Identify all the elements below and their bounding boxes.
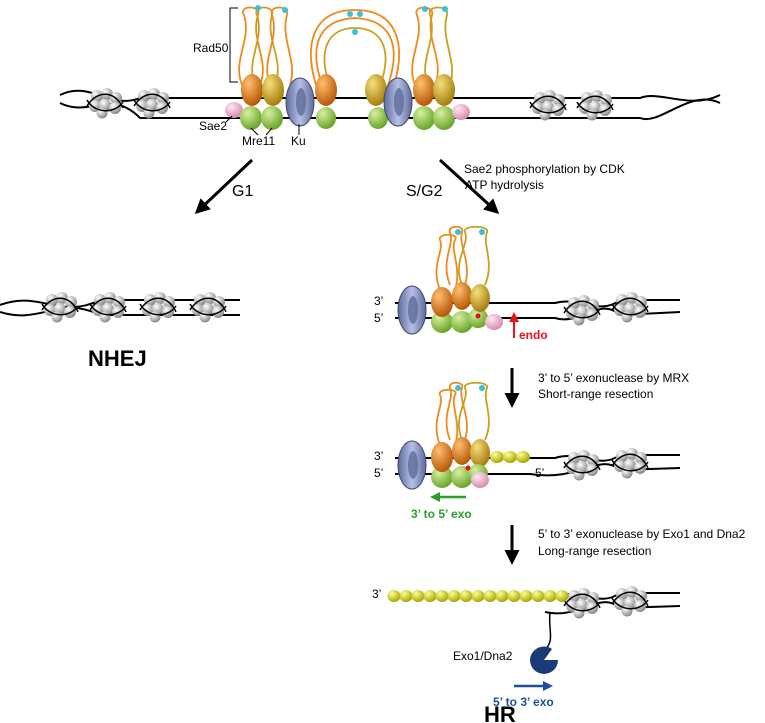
nucleosome-icon [529, 89, 567, 122]
ssdna-bead [411, 590, 425, 602]
three-prime-label: 3’ [374, 294, 383, 308]
sae2-label: Sae2 [199, 119, 227, 133]
hr-label: HR [484, 702, 516, 723]
step1-line1: Sae2 phosphorylation by CDK [464, 162, 625, 176]
exo-3to5-label: 3’ to 5’ exo [411, 507, 472, 521]
nhej-dna [0, 291, 240, 324]
step1-line2: ATP hydrolysis [465, 178, 544, 192]
nucleosome-icon [563, 449, 601, 482]
mre11-label: Mre11 [242, 134, 275, 148]
short-range-complex [395, 381, 681, 502]
nucleosome-icon [611, 585, 649, 618]
nucleosome-icon [86, 87, 124, 120]
rad50-label: Rad50 [193, 41, 229, 55]
step2-line2: Short-range resection [538, 387, 653, 401]
five-prime-label: 5’ [374, 311, 383, 325]
nucleosome-icon [139, 291, 177, 324]
ssdna-bead [495, 590, 509, 602]
ssdna-bead [543, 590, 557, 602]
ssdna-bead [435, 590, 449, 602]
three-prime-label: 3’ [374, 449, 383, 463]
five-prime-label: 5’ [374, 466, 383, 480]
exo1-dna2-icon [530, 646, 558, 674]
nhej-label: NHEJ [88, 346, 147, 371]
ku-label: Ku [291, 134, 306, 148]
ssdna-bead [447, 590, 461, 602]
nucleosome-icon [41, 291, 79, 324]
sg2-label: S/G2 [406, 183, 443, 200]
ssdna-bead [387, 590, 401, 602]
ssdna-bead [555, 590, 569, 602]
nucleosome-icon [89, 291, 127, 324]
nucleosome-icon [563, 587, 601, 620]
top-complex [59, 5, 721, 130]
exo1-dna2-label: Exo1/Dna2 [453, 649, 513, 663]
ssdna-bead [471, 590, 485, 602]
step3-line2: Long-range resection [538, 544, 651, 558]
ssdna-bead [459, 590, 473, 602]
ssdna-bead [507, 590, 521, 602]
nucleosome-icon [563, 294, 601, 327]
nucleosome-icon [133, 87, 171, 120]
ssdna-bead [423, 590, 437, 602]
g1-arrow [194, 158, 254, 215]
ssdna-bead [531, 590, 545, 602]
ssdna-bead [399, 590, 413, 602]
step3-line1: 5’ to 3’ exonuclease by Exo1 and Dna2 [538, 527, 746, 541]
five-prime-label: 5’ [535, 466, 544, 480]
sg2-arrow [438, 158, 500, 215]
nucleosome-icon [611, 291, 649, 324]
nucleosome-icon [576, 89, 614, 122]
g1-label: G1 [232, 183, 253, 200]
nucleosome-icon [611, 447, 649, 480]
nucleosome-icon [189, 291, 227, 324]
step2-line1: 3’ to 5’ exonuclease by MRX [538, 371, 689, 385]
exo-5to3-label: 5’ to 3’ exo [493, 695, 554, 709]
ssdna-bead [483, 590, 497, 602]
ssdna-beads [387, 590, 569, 602]
endo-label: endo [519, 328, 548, 342]
ssdna-bead [519, 590, 533, 602]
endo-complex [395, 225, 681, 338]
three-prime-label: 3’ [372, 587, 381, 601]
